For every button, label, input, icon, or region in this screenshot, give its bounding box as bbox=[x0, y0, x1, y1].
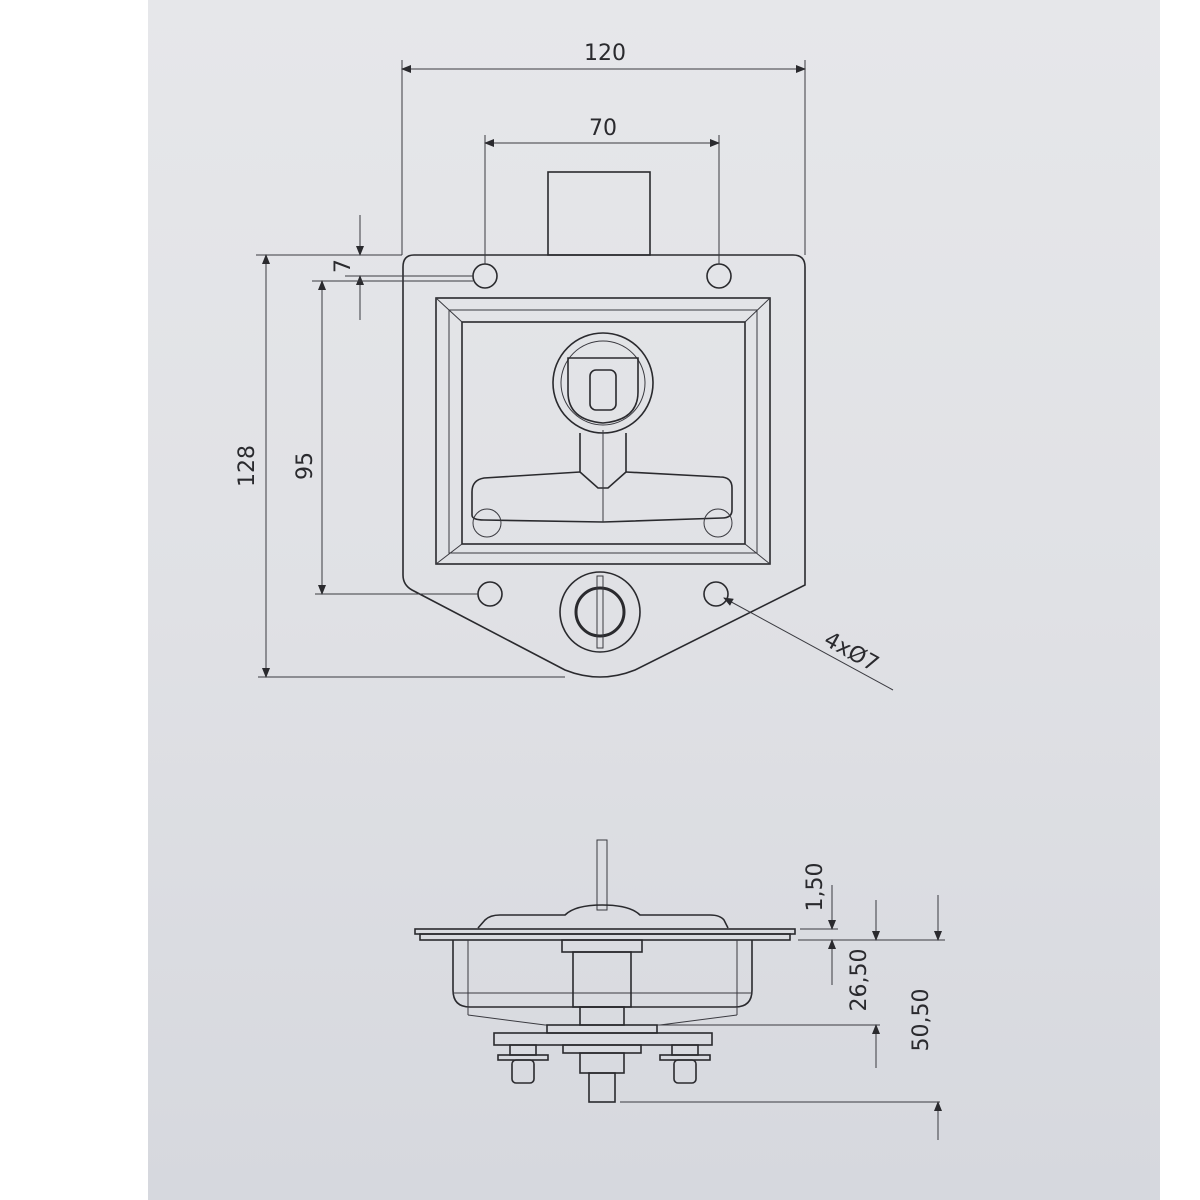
hole-callout-label: 4xØ7 bbox=[820, 627, 883, 677]
mounting-hole-top-left bbox=[472, 263, 498, 289]
key-lock-cylinder bbox=[559, 571, 641, 653]
dimension-overall-depth: 50,50 bbox=[620, 895, 942, 1140]
dimension-label-70: 70 bbox=[589, 116, 617, 141]
dimension-label-128: 128 bbox=[235, 445, 260, 487]
dimension-label-50-50: 50,50 bbox=[909, 989, 934, 1052]
mounting-hole-top-right bbox=[706, 263, 732, 289]
dimension-body-depth: 26,50 bbox=[660, 900, 880, 1068]
mounting-hole-bottom-left bbox=[477, 581, 503, 607]
paper-sheet bbox=[148, 0, 1160, 1200]
dimension-label-95: 95 bbox=[293, 452, 318, 480]
dimension-overall-width: 120 bbox=[401, 41, 806, 255]
latch-tongue bbox=[547, 171, 651, 256]
dimension-overall-height: 128 bbox=[235, 254, 565, 678]
dimension-flange-thickness: 1,50 bbox=[798, 863, 945, 985]
dimension-label-1-50: 1,50 bbox=[803, 863, 828, 912]
mounting-plate-outline bbox=[402, 254, 806, 678]
dimension-label-120: 120 bbox=[584, 41, 626, 66]
dimension-label-7: 7 bbox=[331, 259, 356, 273]
t-handle bbox=[471, 332, 733, 538]
mounting-hole-bottom-right bbox=[703, 581, 729, 607]
hole-callout-leader: 4xØ7 bbox=[723, 597, 894, 691]
dimension-hole-offset: 7 bbox=[331, 215, 473, 320]
dimension-hole-vertical-spacing: 95 bbox=[293, 280, 478, 595]
top-view: 120 70 7 128 bbox=[235, 41, 894, 691]
dimension-hole-spacing: 70 bbox=[484, 116, 720, 264]
side-view: 1,50 26,50 50,50 bbox=[414, 839, 945, 1140]
dimension-label-26-50: 26,50 bbox=[847, 949, 872, 1012]
recess-pan bbox=[435, 297, 771, 565]
